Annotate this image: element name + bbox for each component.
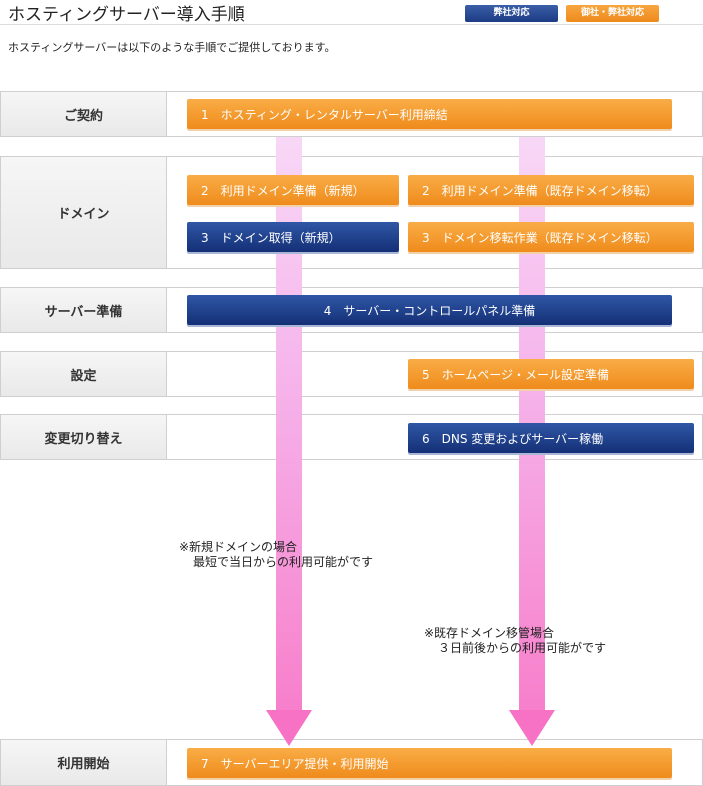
title-divider (0, 24, 703, 25)
note-new-line2: 最短で当日からの利用可能がです (193, 555, 374, 569)
step-5-site-mail-setup: 5 ホームページ・メール設定準備 (408, 359, 694, 389)
step-2-domain-new: 2 利用ドメイン準備（新規） (187, 175, 399, 205)
note-existing-line1: ※既存ドメイン移管場合 (424, 626, 555, 640)
row-label: 設定 (1, 352, 167, 396)
row-domain: ドメイン (0, 156, 703, 269)
intro-text: ホスティングサーバーは以下のような手順でご提供しております。 (8, 41, 336, 54)
row-label: ご契約 (1, 92, 167, 136)
row-label: 変更切り替え (1, 415, 167, 459)
note-existing-line2: ３日前後からの利用可能がです (438, 641, 607, 655)
step-4-server-prep: 4 サーバー・コントロールパネル準備 (187, 295, 672, 325)
step-6-dns-change: 6 DNS 変更およびサーバー稼働 (408, 423, 694, 453)
arrow-new-domain-head (266, 710, 312, 746)
step-3-domain-acquire: 3 ドメイン取得（新規） (187, 222, 399, 252)
step-2-domain-existing: 2 利用ドメイン準備（既存ドメイン移転） (408, 175, 694, 205)
step-3-domain-transfer: 3 ドメイン移転作業（既存ドメイン移転） (408, 222, 694, 252)
page-title: ホスティングサーバー導入手順 (8, 5, 245, 25)
badge-ours: 弊社対応 (465, 5, 558, 22)
row-label: サーバー準備 (1, 288, 167, 332)
step-1-contract: 1 ホスティング・レンタルサーバー利用締結 (187, 99, 672, 129)
note-new-line1: ※新規ドメインの場合 (179, 540, 298, 554)
arrow-existing-domain-head (509, 710, 555, 746)
step-7-start-use: 7 サーバーエリア提供・利用開始 (187, 748, 672, 778)
row-label: 利用開始 (1, 740, 167, 785)
note-new-domain: ※新規ドメインの場合 最短で当日からの利用可能がです (179, 540, 373, 570)
row-label: ドメイン (1, 157, 167, 268)
note-existing-domain: ※既存ドメイン移管場合 ３日前後からの利用可能がです (424, 626, 606, 656)
badge-both: 御社・弊社対応 (566, 5, 659, 22)
